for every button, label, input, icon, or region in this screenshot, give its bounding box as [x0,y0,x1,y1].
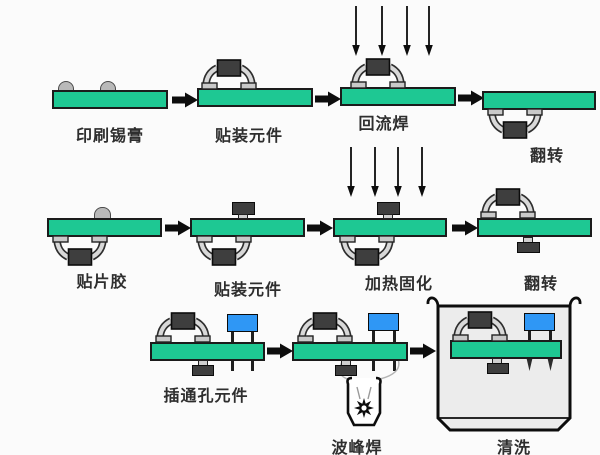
small-chip-icon [517,242,540,253]
heat-arrow-icon [351,6,361,56]
pcb-board [450,340,562,359]
small-chip-icon [487,363,509,374]
chip-stub-icon [238,214,248,219]
step-label: 波峰焊 [331,438,383,455]
heat-arrow-icon [417,147,427,197]
solder-paste-bump-icon [100,81,116,91]
smd-chip-flipped-icon [487,108,543,139]
smd-chip-icon [201,59,257,90]
pcb-board [52,90,168,109]
heat-arrow-icon [346,147,356,197]
through-hole-component-icon [227,314,258,332]
step-label: 翻转 [529,146,565,165]
flow-arrow-icon [458,90,484,106]
step-label: 贴装元件 [214,126,284,145]
through-hole-component-icon [368,313,399,331]
pcb-board [340,87,456,106]
small-chip-icon [335,365,357,376]
smd-chip-icon [452,311,508,342]
flow-arrow-icon [172,92,198,108]
step-label: 翻转 [523,274,559,293]
smd-chip-icon [480,188,536,219]
adhesive-dot-icon [94,207,111,219]
heat-arrow-icon [393,147,403,197]
smd-chip-icon [297,312,353,343]
step-label: 清洗 [496,438,532,455]
wave-solder-pot-icon [346,376,382,427]
step-label: 回流焊 [358,114,410,133]
heat-arrow-icon [402,6,412,56]
component-lead-tip-icon [526,359,533,371]
chip-stub-icon [383,214,393,219]
smd-chip-icon [350,58,406,89]
step-label: 印刷锡膏 [75,126,145,145]
smd-chip-flipped-icon [339,235,395,266]
pcb-board [477,218,592,237]
step-label: 贴装元件 [213,280,283,299]
heat-arrow-icon [424,6,434,56]
smd-chip-icon [155,312,211,343]
flow-arrow-icon [315,91,341,107]
small-chip-icon [192,365,214,376]
through-hole-component-icon [524,313,555,331]
component-lead-tip-icon [547,359,554,371]
flow-arrow-icon [165,220,191,236]
solder-paste-bump-icon [58,81,74,91]
heat-arrow-icon [370,147,380,197]
step-label: 插通孔元件 [163,386,249,405]
flow-arrow-icon [410,343,436,359]
smd-chip-flipped-icon [52,235,108,266]
smd-chip-flipped-icon [196,235,252,266]
flow-arrow-icon [452,220,478,236]
pcb-board [150,342,265,361]
pcb-board [197,88,313,107]
step-label: 贴片胶 [76,272,128,291]
step-label: 加热固化 [364,274,434,293]
heat-arrow-icon [377,6,387,56]
flow-arrow-icon [267,343,293,359]
flow-arrow-icon [307,220,333,236]
pcb-board [292,342,408,361]
